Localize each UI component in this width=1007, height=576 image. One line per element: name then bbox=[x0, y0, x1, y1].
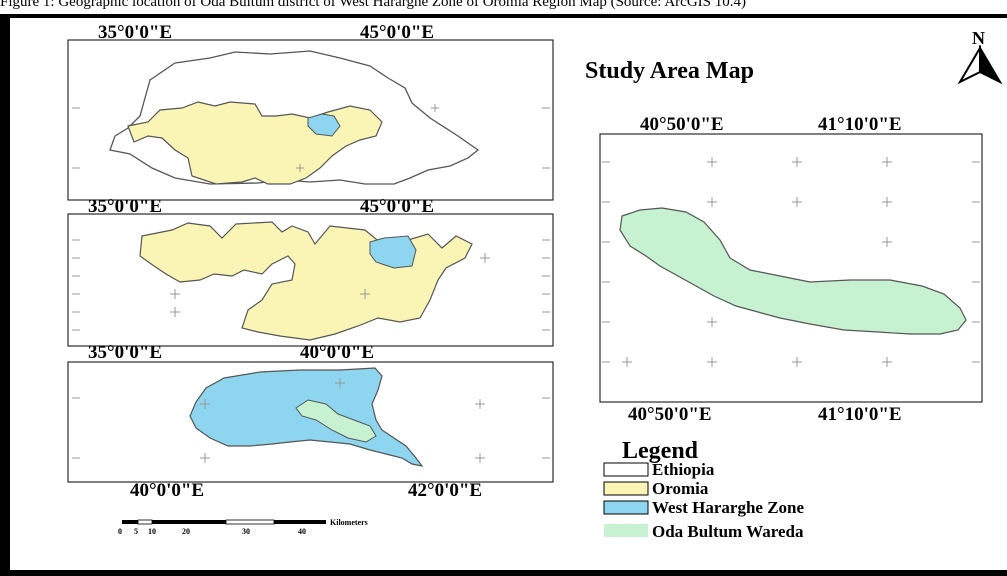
scale-tick-30: 30 bbox=[242, 527, 250, 536]
north-arrow-right bbox=[979, 44, 1003, 85]
scale-tick-0: 0 bbox=[118, 527, 122, 536]
legend-label-west-hararghe: West Hararghe Zone bbox=[652, 498, 804, 517]
inset-bot-bottomlabel-1: 40°0'0"E bbox=[130, 480, 204, 501]
legend-swatch-west-hararghe bbox=[603, 500, 649, 515]
scale-bar: 0 5 10 20 30 40 Kilometers bbox=[118, 518, 368, 536]
north-arrow-left bbox=[957, 44, 981, 85]
inset-top-xlabel-1: 35°0'0"E bbox=[98, 22, 172, 43]
caption-strip: Figure 1: Geographic location of Oda Bul… bbox=[0, 0, 1007, 14]
study-area-map-figure: 35°0'0"E 45°0'0"E 35°0'0"E 45°0'0"E bbox=[67, 22, 1003, 541]
legend: Legend Ethiopia Oromia West Hararghe Zon… bbox=[603, 438, 804, 541]
west-hararghe-mid bbox=[369, 235, 417, 269]
north-arrow-letter: N bbox=[972, 28, 985, 48]
scale-seg-4 bbox=[166, 520, 226, 524]
inset-mid-graticule bbox=[72, 239, 550, 331]
map-panel: 35°0'0"E 45°0'0"E 35°0'0"E 45°0'0"E bbox=[10, 18, 1007, 570]
oda-bultum-wareda bbox=[619, 207, 967, 335]
main-bottomlabel-2: 41°10'0"E bbox=[818, 404, 902, 425]
main-map-graticule bbox=[602, 157, 980, 367]
main-map-frame bbox=[599, 133, 983, 403]
map-title: Study Area Map bbox=[585, 58, 754, 84]
scale-seg-2 bbox=[137, 519, 153, 525]
figure-caption: Figure 1: Geographic location of Oda Bul… bbox=[0, 0, 746, 10]
scale-seg-6 bbox=[274, 520, 326, 524]
scale-tick-40: 40 bbox=[298, 527, 306, 536]
legend-label-oda-bultum: Oda Bultum Wareda bbox=[652, 522, 804, 541]
inset-mid-xlabel-2: 45°0'0"E bbox=[360, 196, 434, 217]
main-map-oda-bultum: 40°50'0"E 41°10'0"E bbox=[599, 114, 983, 425]
scale-seg-3 bbox=[152, 520, 166, 524]
scale-tick-20: 20 bbox=[182, 527, 190, 536]
main-bottomlabel-1: 40°50'0"E bbox=[628, 404, 712, 425]
scale-seg-5 bbox=[225, 519, 275, 525]
scale-unit: Kilometers bbox=[330, 518, 368, 527]
inset-bot-toplabel-1: 35°0'0"E bbox=[88, 342, 162, 363]
oda-bultum-inset bbox=[295, 399, 377, 443]
legend-swatch-oromia bbox=[603, 481, 649, 496]
legend-label-ethiopia: Ethiopia bbox=[652, 460, 715, 479]
main-toplabel-1: 40°50'0"E bbox=[640, 114, 724, 135]
north-arrow: N bbox=[957, 28, 1003, 85]
inset-top-xlabel-2: 45°0'0"E bbox=[360, 22, 434, 43]
scale-seg-1 bbox=[122, 520, 138, 524]
west-hararghe-top bbox=[307, 113, 341, 137]
legend-title: Legend bbox=[622, 438, 699, 464]
main-toplabel-2: 41°10'0"E bbox=[818, 114, 902, 135]
inset-bot-toplabel-2: 40°0'0"E bbox=[300, 342, 374, 363]
inset-bot-graticule bbox=[72, 378, 550, 463]
inset-mid-xlabel-1: 35°0'0"E bbox=[88, 196, 162, 217]
inset-top-graticule bbox=[72, 104, 550, 172]
inset-oromia: 35°0'0"E 45°0'0"E bbox=[67, 196, 554, 347]
inset-ethiopia: 35°0'0"E 45°0'0"E bbox=[67, 22, 554, 201]
legend-swatch-oda-bultum bbox=[604, 524, 648, 537]
scale-tick-5: 5 bbox=[134, 527, 138, 536]
scale-tick-10: 10 bbox=[148, 527, 156, 536]
legend-swatch-ethiopia bbox=[603, 462, 649, 477]
legend-label-oromia: Oromia bbox=[652, 479, 709, 498]
inset-west-hararghe: 35°0'0"E 40°0'0"E 40°0'0"E 42°0'0"E bbox=[67, 342, 554, 501]
inset-bot-bottomlabel-2: 42°0'0"E bbox=[408, 480, 482, 501]
